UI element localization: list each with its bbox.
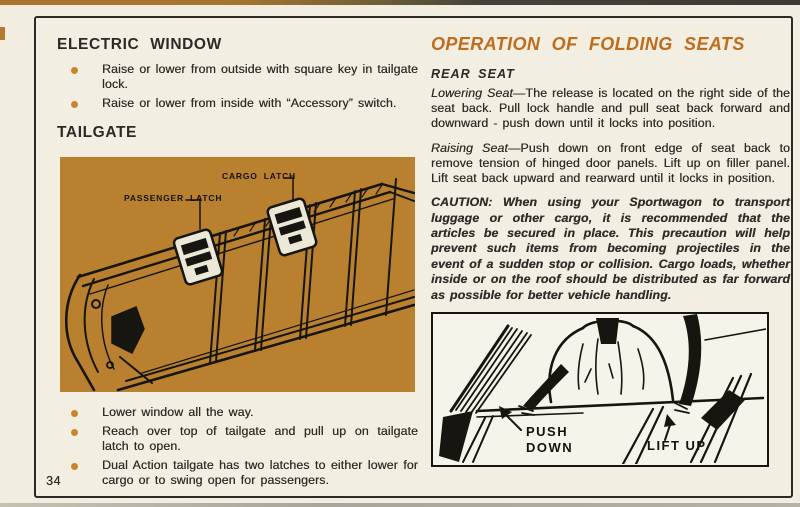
bullet-text: Raise or lower from outside with square … [102, 62, 418, 91]
paragraph-lead: CAUTION: [431, 195, 493, 210]
bullet-text: Reach over top of tailgate and pull up o… [102, 424, 418, 453]
tailgate-illustration: PASSENGER LATCH CARGO LATCH [60, 157, 415, 392]
cargo-latch-label: CARGO LATCH [222, 171, 296, 181]
caution-paragraph: CAUTION: When using your Sportwagon to t… [431, 195, 790, 303]
paragraph-body: —Push down on front edge of seat back to… [431, 140, 790, 186]
electric-window-heading: ELECTRIC WINDOW [57, 36, 222, 53]
bullet-dot [71, 429, 78, 436]
page-number: 34 [46, 474, 61, 488]
paragraph-lead: Raising Seat [431, 140, 508, 155]
list-item: Lower window all the way. [57, 405, 418, 420]
folding-seats-heading: OPERATION OF FOLDING SEATS [431, 34, 745, 54]
bullet-text: Dual Action tailgate has two latches to … [102, 458, 418, 487]
paragraph-lead: Lowering Seat [431, 86, 513, 100]
passenger-latch-label: PASSENGER LATCH [124, 193, 223, 203]
tailgate-line-art [64, 177, 415, 392]
scan-bottom-edge [0, 503, 800, 507]
list-item: Raise or lower from outside with square … [57, 62, 418, 92]
scan-top-edge-band [0, 0, 800, 5]
right-column: OPERATION OF FOLDING SEATS REAR SEAT Low… [431, 34, 790, 468]
tailgate-bullet-list: Lower window all the way. Reach over top… [57, 405, 418, 488]
raising-seat-paragraph: Raising Seat—Push down on front edge of … [431, 141, 790, 187]
bullet-dot [71, 101, 78, 108]
lowering-seat-paragraph: Lowering Seat—The release is located on … [431, 86, 790, 132]
bullet-text: Raise or lower from inside with “Accesso… [102, 96, 397, 110]
list-item: Reach over top of tailgate and pull up o… [57, 424, 418, 454]
scan-left-edge-mark [0, 27, 5, 40]
folding-seat-illustration: PUSH DOWN LIFT UP [431, 312, 769, 468]
page-frame: ELECTRIC WINDOW Raise or lower from outs… [34, 16, 793, 498]
left-column: ELECTRIC WINDOW Raise or lower from outs… [57, 36, 418, 492]
lift-up-label: LIFT UP [647, 438, 707, 454]
rear-seat-subheading: REAR SEAT [431, 67, 515, 81]
bullet-dot [71, 463, 78, 470]
electric-window-bullet-list: Raise or lower from outside with square … [57, 62, 418, 111]
folding-seat-line-art [439, 314, 766, 465]
paragraph-body: When using your Sportwagon to transport … [431, 195, 790, 302]
tailgate-heading: TAILGATE [57, 124, 137, 141]
bullet-text: Lower window all the way. [102, 405, 254, 419]
bullet-dot [71, 67, 78, 74]
list-item: Dual Action tailgate has two latches to … [57, 458, 418, 488]
paragraph-body: —The release is located on the right sid… [431, 86, 790, 131]
push-down-label: PUSH DOWN [526, 424, 574, 456]
bullet-dot [71, 410, 78, 417]
list-item: Raise or lower from inside with “Accesso… [57, 96, 418, 111]
